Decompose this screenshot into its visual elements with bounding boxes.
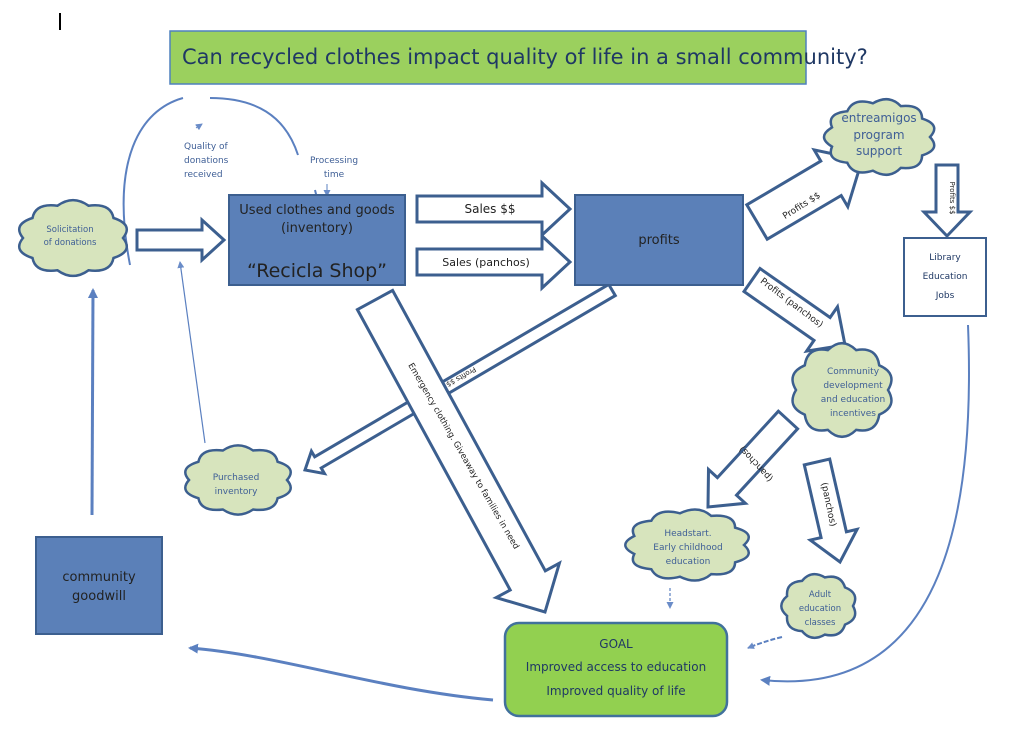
community-goodwill-box: community goodwill [35,536,163,635]
goodwill-line: community [62,570,136,585]
quality-line: Quality of [184,142,229,152]
sales-panchos-label: Sales (panchos) [442,256,530,269]
adult-line: education [799,604,841,614]
profits-purchase-arrow [303,282,618,476]
solicitation-line: of donations [44,238,97,248]
goal-line: GOAL [599,637,633,651]
community-dev-line: and education [821,395,885,405]
adult-line: Adult [809,590,832,600]
solicitation-to-shop-arrow [135,216,227,264]
processing-line: time [324,170,345,180]
adult-to-goal-arrow [747,636,783,649]
shop-line2: (inventory) [281,221,353,236]
goal-box: GOAL Improved access to education Improv… [503,621,729,718]
sales-money-arrow [415,179,573,239]
purchased-to-shop-arrow [177,261,206,444]
shop-name: “Recicla Shop” [247,260,387,282]
library-box: Library Education Jobs [903,237,987,317]
entreamigos-line: support [856,144,902,158]
shop-line1: Used clothes and goods [239,203,395,218]
community-dev-line: Community [827,367,880,377]
profits-money-down-arrow [920,163,974,239]
entreamigos-line: program [853,128,904,142]
profits-money-down-label: Profits $$ [948,181,956,214]
goodwill-to-solicitation-arrow [87,288,98,516]
library-line: Jobs [935,291,955,301]
purchased-text: Purchased inventory [213,473,260,497]
community-dev-line: development [823,381,883,391]
processing-line: Processing [310,156,358,166]
goal-line: Improved quality of life [546,684,685,698]
profits-box: profits [574,194,744,286]
library-line: Education [923,272,968,282]
adult-cloud [780,572,857,640]
entreamigos-text: entreamigos program support [841,111,916,158]
goal-line: Improved access to education [526,660,706,674]
quality-line: received [184,170,223,180]
adult-text: Adult education classes [799,590,841,628]
panchos-headstart-arrow [706,409,800,509]
solicitation-text: Solicitation of donations [44,225,97,248]
title-box: Can recycled clothes impact quality of l… [169,30,868,85]
emergency-giveaway-arrow [355,288,562,614]
adult-line: classes [805,618,836,628]
headstart-line: education [666,557,711,567]
panchos-adult-arrow [802,457,860,565]
solicitation-cloud [17,198,129,278]
headstart-line: Headstart. [664,529,711,539]
purchased-cloud [184,444,292,516]
goodwill-line: goodwill [72,589,126,604]
title-text: Can recycled clothes impact quality of l… [182,45,868,69]
library-line: Library [929,253,961,263]
community-dev-line: incentives [830,409,876,419]
headstart-cloud [624,508,750,582]
sales-money-label: Sales $$ [464,202,515,216]
processing-loop-curve [209,97,299,156]
profits-panchos-arrow [741,266,847,354]
purchased-line: inventory [215,487,259,497]
profits-label: profits [638,233,680,248]
headstart-text: Headstart. Early childhood education [653,529,722,567]
text-cursor [59,13,61,30]
purchased-line: Purchased [213,473,260,483]
sales-panchos-arrow [415,232,573,292]
goal-to-goodwill-arrow [188,643,494,702]
emergency-label: Emergency clothing. Giveaway to families… [405,362,520,552]
solicitation-line: Solicitation [46,225,93,235]
library-to-goal-arrow [760,324,971,686]
quality-line: donations [184,156,229,166]
community-dev-cloud [791,341,893,439]
recicla-shop-box: Used clothes and goods (inventory) “Reci… [228,194,406,286]
community-dev-text: Community development and education ince… [821,367,885,419]
entreamigos-line: entreamigos [841,111,916,125]
processing-label: Processing time [310,156,358,180]
entreamigos-cloud [822,98,936,176]
headstart-line: Early childhood [653,543,722,553]
quality-label: Quality of donations received [184,142,229,180]
quality-arrowhead [195,123,203,131]
